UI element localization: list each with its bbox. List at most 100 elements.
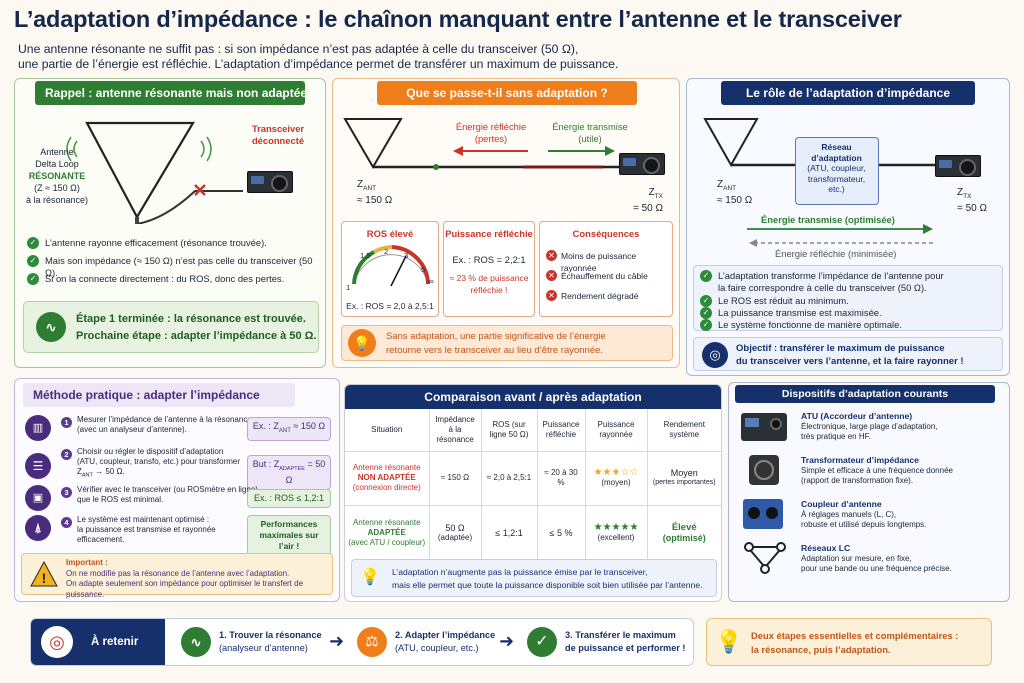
role-diagram <box>703 118 935 234</box>
pulse-icon: ∿ <box>36 312 66 342</box>
gauge-tick: 3 <box>404 251 409 260</box>
table-cell: ≤ 5 % <box>537 505 586 561</box>
minimized-reflect-label: Énergie réfléchie (minimisée) <box>775 248 897 259</box>
pr-example: Ex. : ROS = 2,2:1 <box>452 254 526 265</box>
target-icon: ◎ <box>41 626 73 658</box>
situation-cell: Antenne résonante ADAPTÉE (avec ATU / co… <box>345 505 430 561</box>
sans-adaptation-panel: Que se passe-t-il sans adaptation ? Éner… <box>332 78 680 368</box>
disconnect-x-icon <box>194 184 206 196</box>
ros-box: ROS élevé 1 1,5 2 3 5 ∞ Ex. : ROS = 2,0 … <box>341 221 439 317</box>
line-dot <box>433 164 439 170</box>
cons-item: Moins de puissance rayonnée <box>561 251 637 273</box>
column-header: Situation <box>345 409 430 452</box>
optimized-transmit-label: Énergie transmise (optimisée) <box>761 214 895 225</box>
sans-heading: Que se passe-t-il sans adaptation ? <box>377 81 637 105</box>
arrow-right-icon: ➜ <box>329 631 345 651</box>
important-box: ! Important : On ne modifie pas la réson… <box>21 553 333 599</box>
zant-label: ZANT ≈ 150 Ω <box>717 179 753 206</box>
step-number: 1 <box>61 417 72 428</box>
rappel-bullet: L’antenne rayonne efficacement (résonanc… <box>45 237 267 248</box>
column-header: Puissance réfléchie <box>537 409 586 452</box>
retenir-label: À retenir <box>91 636 139 648</box>
stars-icon: ★★★☆☆ <box>593 467 639 478</box>
svg-text:!: ! <box>42 570 47 586</box>
methode-step-4: Le système est maintenant optimisé : la … <box>77 515 216 544</box>
transceiver-icon <box>619 153 665 175</box>
ros-gauge-icon <box>352 245 430 287</box>
role-bullets-box: ✓ L’adaptation transforme l’impédance de… <box>693 265 1003 331</box>
device-item: ATU (Accordeur d’antenne) Électronique, … <box>801 411 938 441</box>
tag-zant: Ex. : ZANT ≈ 150 Ω <box>247 417 331 441</box>
balance-icon: ⚖ <box>357 627 387 657</box>
cons-item: Rendement dégradé <box>561 291 639 301</box>
role-bullet: Le ROS est réduit au minimum. <box>718 295 849 306</box>
gauge-tick: ∞ <box>428 277 434 286</box>
page-subtitle: Une antenne résonante ne suffit pas : si… <box>18 42 619 71</box>
device-item: Réseaux LC Adaptation sur mesure, en fix… <box>801 543 952 573</box>
pr-title: Puissance réfléchie <box>445 228 533 239</box>
matching-network-box: Réseau d’adaptation (ATU, coupleur, tran… <box>795 137 879 205</box>
delta-loop-diagram <box>66 121 243 224</box>
table-cell: ≈ 2,0 à 2,5:1 <box>481 451 538 506</box>
antenna-tower-icon: ⍋ <box>25 515 51 541</box>
lightbulb-icon: 💡 <box>360 569 380 586</box>
matching-network-label: Réseau d’adaptation (ATU, coupleur, tran… <box>807 142 866 194</box>
check-icon: ✓ <box>27 255 39 267</box>
transmitted-arrow-icon <box>747 224 933 234</box>
sliders-icon: ☰ <box>25 453 51 479</box>
retenir-label-block: ◎ À retenir <box>31 619 165 665</box>
situation-cell: Antenne résonante NON ADAPTÉE (connexion… <box>345 451 430 506</box>
rating-cell: ★★★☆☆ (moyen) <box>585 451 648 506</box>
transceiver-disconnected-label: Transceiver déconnecté <box>251 123 305 146</box>
comparaison-note-text: L’adaptation n’augmente pas la puissance… <box>392 567 703 590</box>
retenir-step-1: 1. Trouver la résonance (analyseur d’ant… <box>219 630 322 653</box>
stars-icon: ★★★★★ <box>593 522 639 534</box>
methode-panel: Méthode pratique : adapter l’impédance ▥… <box>14 378 340 602</box>
x-icon: ✕ <box>546 290 557 301</box>
consequences-box: Conséquences ✕ Moins de puissance rayonn… <box>539 221 673 317</box>
pulse-icon: ∿ <box>181 627 211 657</box>
transceiver-icon <box>935 155 981 177</box>
antenna-label: Antenne Delta Loop RÉSONANTE (Z ≈ 150 Ω)… <box>25 147 89 205</box>
transmitted-arrow-icon <box>548 146 615 156</box>
cons-title: Conséquences <box>572 228 640 239</box>
ztx-label: ZTX = 50 Ω <box>957 187 987 214</box>
transmitted-energy-label: Énergie transmise (utile) <box>552 121 628 144</box>
methode-step-2: Choisir ou régler le dispositif d’adapta… <box>77 447 241 479</box>
table-cell: Moyen (pertes importantes) <box>647 451 721 506</box>
column-header: Rendement système <box>647 409 721 452</box>
reflected-arrow-icon <box>453 146 528 156</box>
gauge-tick: 2 <box>384 247 389 256</box>
table-cell: ≈ 150 Ω <box>429 451 482 506</box>
check-icon: ✓ <box>27 273 39 285</box>
table-cell: 50 Ω (adaptée) <box>429 505 482 561</box>
reflected-power-box: Puissance réfléchie Ex. : ROS = 2,2:1 ≈ … <box>443 221 535 317</box>
minimized-reflect-arrow-icon <box>749 239 933 247</box>
summary-text: Deux étapes essentielles et complémentai… <box>751 630 959 655</box>
tag-performances: Performances maximales sur l’air ! <box>247 515 331 556</box>
comparison-table: Situation Impédance à la résonance ROS (… <box>345 409 721 561</box>
tag-zadaptee: But : ZADAPTÉE = 50 Ω <box>247 455 331 490</box>
table-header-row: Situation Impédance à la résonance ROS (… <box>345 409 721 452</box>
methode-heading: Méthode pratique : adapter l’impédance <box>23 383 295 407</box>
ros-title: ROS élevé <box>366 228 414 239</box>
retenir-step-2: 2. Adapter l’impédance (ATU, coupleur, e… <box>395 630 496 653</box>
role-heading: Le rôle de l’adaptation d’impédance <box>721 81 975 105</box>
device-atu-icon <box>741 413 787 441</box>
rappel-heading: Rappel : antenne résonante mais non adap… <box>35 81 307 105</box>
tag-ros: Ex. : ROS ≤ 1,2:1 <box>247 489 331 508</box>
reflected-energy-label: Énergie réfléchie (pertes) <box>455 121 527 144</box>
sans-note-text: Sans adaptation, une partie significativ… <box>386 331 606 356</box>
table-cell: Élevé (optimisé) <box>662 522 706 544</box>
delta-loop-antenna-icon <box>343 118 403 169</box>
sans-adaptation-diagram <box>343 118 623 170</box>
step-number: 4 <box>61 517 72 528</box>
gauge-tick: 5 <box>421 265 426 274</box>
lc-network-icon <box>744 542 786 574</box>
check-circle-icon: ✓ <box>527 627 557 657</box>
rappel-bullet: Mais son impédance (≈ 150 Ω) n’est pas c… <box>45 255 313 278</box>
column-header: ROS (sur ligne 50 Ω) <box>481 409 538 452</box>
role-bullet: La puissance transmise est maximisée. <box>718 307 882 318</box>
column-header: Puissance rayonnée <box>585 409 648 452</box>
dispositifs-heading: Dispositifs d’adaptation courants <box>735 385 995 403</box>
